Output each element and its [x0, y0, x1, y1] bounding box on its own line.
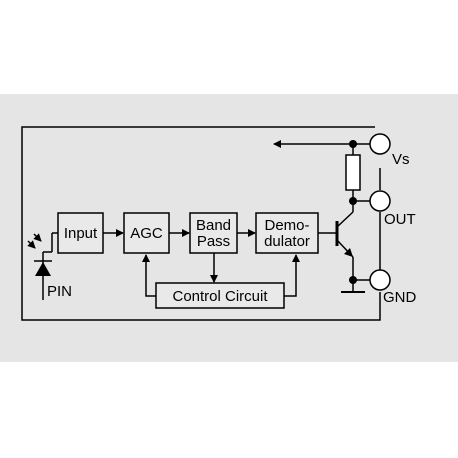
gnd-label: GND — [383, 289, 417, 306]
control-to-agc-arrow — [142, 254, 156, 297]
agc-label: AGC — [130, 225, 163, 242]
out-label: OUT — [384, 211, 416, 228]
demodulator-block — [255, 212, 319, 254]
out-terminal — [369, 190, 391, 212]
input-block — [57, 212, 104, 254]
demod-label-line1: Demo- — [264, 217, 309, 234]
control-to-demod-arrow — [284, 254, 300, 297]
bandpass-label-line1: Band — [196, 217, 231, 234]
vs-terminal — [369, 133, 391, 155]
agc-block — [123, 212, 170, 254]
bandpass-label-line2: Pass — [197, 233, 230, 250]
pin-label: PIN — [47, 283, 72, 300]
bandpass-block — [189, 212, 238, 254]
vs-label: Vs — [392, 151, 410, 168]
gnd-terminal — [369, 269, 391, 291]
photodiode-icon — [27, 233, 52, 300]
control-circuit-label: Control Circuit — [172, 288, 268, 305]
input-label: Input — [64, 225, 98, 242]
demod-label-line2: dulator — [264, 233, 310, 250]
control-circuit-block — [155, 282, 285, 309]
transistor-icon — [335, 211, 354, 258]
pullup-resistor-icon — [345, 154, 361, 191]
